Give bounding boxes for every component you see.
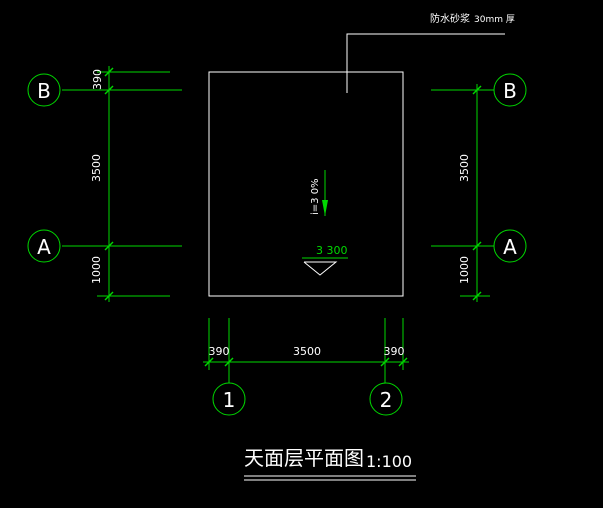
dim-bottom-right: 390: [384, 345, 405, 358]
note-thickness-label: 30mm 厚: [474, 14, 515, 25]
axis-bubble-a-right: A: [493, 229, 527, 263]
axis-bubble-b-right: B: [493, 73, 527, 107]
roof-outline: [208, 71, 404, 297]
elevation-label: 3 300: [316, 244, 348, 257]
dim-right-bottom: 1000: [458, 256, 471, 284]
svg-text:A: A: [503, 235, 517, 259]
svg-text:1: 1: [223, 388, 236, 412]
dim-left-mid: 3500: [90, 154, 103, 182]
dim-bottom-left: 390: [209, 345, 230, 358]
svg-text:B: B: [37, 79, 51, 103]
note-material-label: 防水砂浆: [430, 12, 470, 25]
axis-bubble-2: 2: [369, 382, 403, 416]
dim-left-bottom: 1000: [90, 256, 103, 284]
drawing-scale: 1:100: [366, 452, 412, 471]
drawing-title: 天面层平面图: [244, 446, 364, 470]
note-leader-line: [346, 33, 505, 93]
dim-left-top: 390: [91, 69, 104, 90]
dim-bottom-mid: 3500: [293, 345, 321, 358]
svg-text:A: A: [37, 235, 51, 259]
axis-bubble-b-left: B: [27, 73, 61, 107]
axis-bubble-a-left: A: [27, 229, 61, 263]
axis-bubble-1: 1: [212, 382, 246, 416]
elevation-marker: [302, 257, 348, 276]
dim-right-mid: 3500: [458, 154, 471, 182]
slope-arrow: [322, 170, 328, 216]
svg-text:2: 2: [380, 388, 393, 412]
svg-text:B: B: [503, 79, 517, 103]
slope-label: i=3 0%: [310, 178, 321, 215]
